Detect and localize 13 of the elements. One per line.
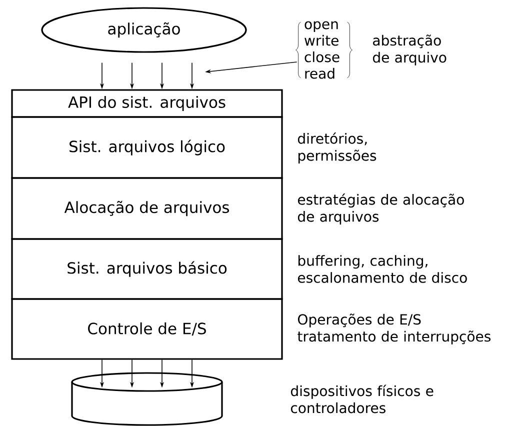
layer-box: Alocação de arquivos	[11, 177, 283, 240]
layer-box: Controle de E/S	[11, 298, 283, 360]
side-note: estratégias de alocação de arquivos	[298, 193, 464, 225]
layer-box: API do sist. arquivos	[11, 89, 283, 118]
operation-list: open write close read	[304, 21, 340, 79]
side-note: dispositivos físicos e controladores	[290, 384, 434, 414]
layer-box: Sist. arquivos básico	[11, 238, 283, 300]
side-note: diretórios, permissões	[298, 132, 376, 164]
side-note: buffering, caching, escalonamento de disco	[298, 255, 467, 283]
disk-cylinder	[71, 372, 223, 426]
side-note: abstração de arquivo	[372, 34, 446, 66]
side-note: Operações de E/S tratamento de interrupções	[298, 314, 490, 344]
layer-box: Sist. arquivos lógico	[11, 116, 283, 179]
